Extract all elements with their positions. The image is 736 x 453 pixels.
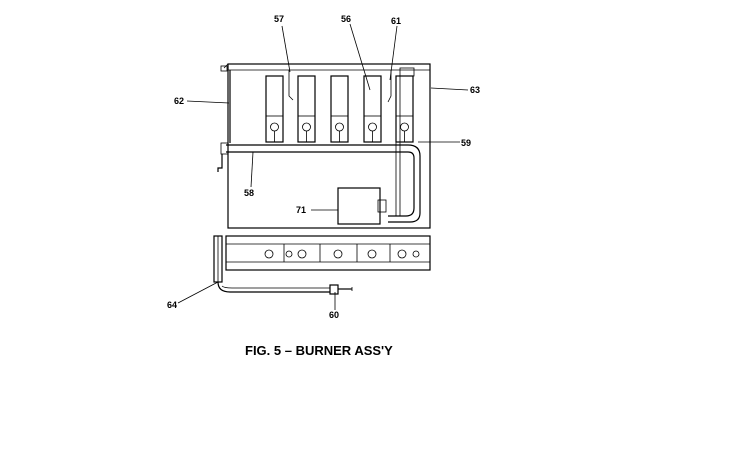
callout-56: 56 xyxy=(341,14,351,24)
manifold-pipe xyxy=(217,142,408,172)
burner-1 xyxy=(265,75,284,143)
control-box xyxy=(337,187,387,225)
callout-59: 59 xyxy=(461,138,471,148)
pilot-left xyxy=(288,70,294,101)
burner-3 xyxy=(330,75,349,143)
callout-60: 60 xyxy=(329,310,339,320)
gas-tube-loop xyxy=(388,76,421,223)
callout-71: 71 xyxy=(296,205,306,215)
callout-57: 57 xyxy=(274,14,284,24)
callout-61: 61 xyxy=(391,16,401,26)
figure-caption: FIG. 5 – BURNER ASS'Y xyxy=(245,343,393,358)
pilot-right xyxy=(387,70,392,103)
burner-row xyxy=(265,67,415,143)
callout-62: 62 xyxy=(174,96,184,106)
leader-lines xyxy=(177,23,469,310)
burner-5 xyxy=(395,75,414,143)
burner-2 xyxy=(297,75,316,143)
callout-64: 64 xyxy=(167,300,177,310)
bottom-gas-tube xyxy=(217,281,353,295)
burner-box xyxy=(220,63,431,229)
callout-58: 58 xyxy=(244,188,254,198)
burner-4 xyxy=(363,75,382,143)
callout-63: 63 xyxy=(470,85,480,95)
burner-tray xyxy=(213,235,431,283)
